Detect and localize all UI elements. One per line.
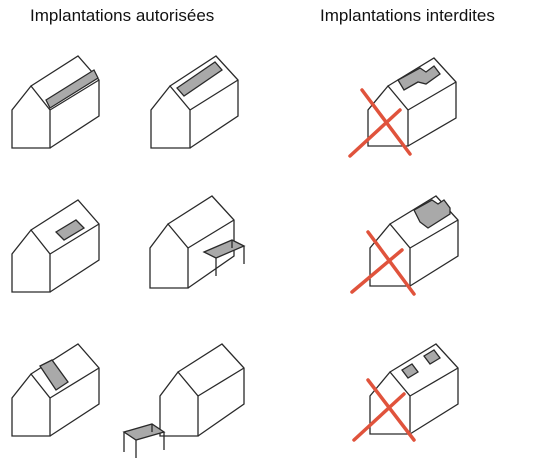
cross-icon	[352, 232, 414, 294]
cross-icon	[354, 380, 414, 440]
shelter-panel	[124, 424, 164, 440]
roof-panel	[56, 220, 84, 240]
allowed-house-1	[12, 56, 99, 148]
allowed-house-3	[12, 200, 99, 292]
forbidden-house-1	[350, 58, 456, 156]
roof-panel	[40, 360, 68, 390]
forbidden-installations-heading: Implantations interdites	[320, 6, 495, 25]
roof-panel	[177, 62, 222, 96]
allowed-house-5	[12, 344, 99, 436]
allowed-house-2	[151, 56, 238, 148]
canopy-panel	[204, 240, 244, 258]
roof-panel	[424, 350, 440, 364]
roof-panel	[402, 364, 418, 378]
allowed-installations-heading: Implantations autorisées	[30, 6, 215, 25]
allowed-house-6	[124, 344, 244, 458]
roof-panel	[46, 70, 98, 108]
forbidden-house-3	[354, 344, 458, 440]
allowed-house-4	[150, 196, 244, 288]
roof-panel	[414, 200, 450, 228]
cross-icon	[350, 90, 410, 156]
roof-panel	[398, 66, 440, 90]
forbidden-house-2	[352, 196, 458, 294]
